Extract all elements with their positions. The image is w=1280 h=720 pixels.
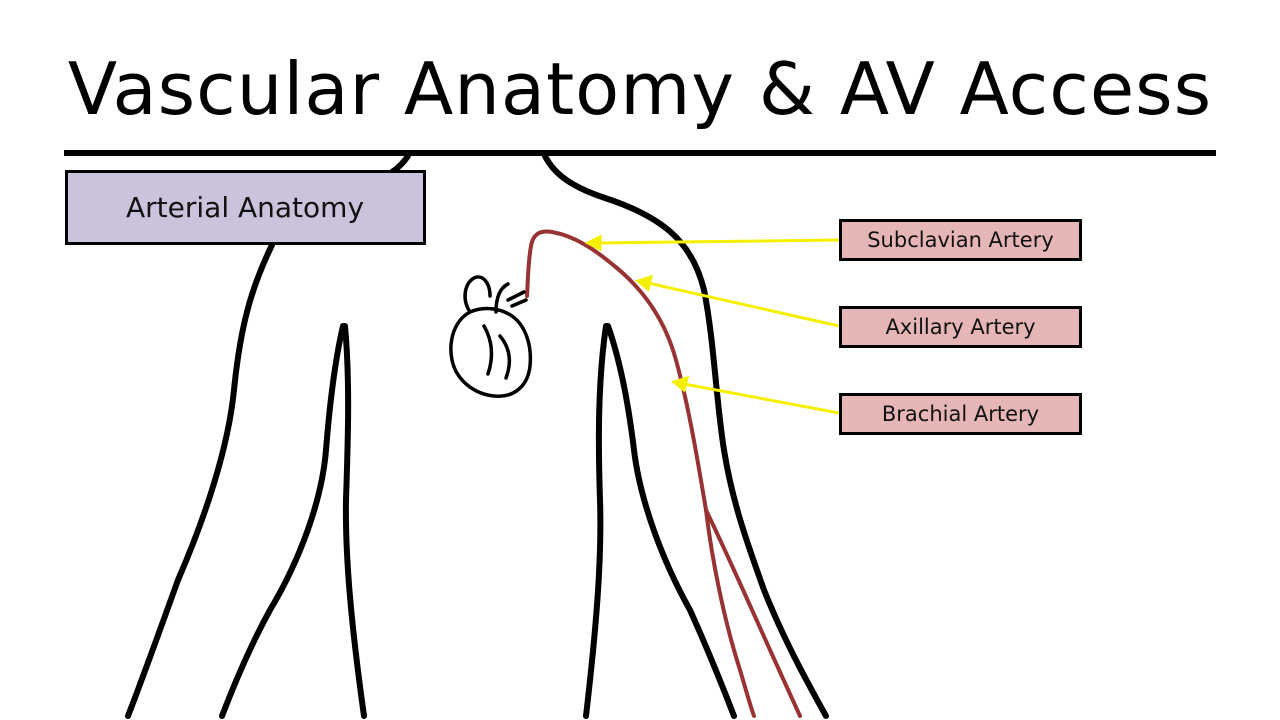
page-title: Vascular Anatomy & AV Access: [67, 47, 1213, 131]
left-arm-inner-edge: [219, 323, 346, 719]
subclavian-artery-label-text: Subclavian Artery: [867, 228, 1054, 252]
subclavian-pointer-arrowhead: [584, 234, 602, 252]
heart-atrium: [463, 275, 492, 314]
heart-inner-line-2: [498, 334, 512, 380]
axillary-pointer: [647, 281, 840, 328]
ulnar-branch-line: [704, 508, 802, 718]
brachial-artery-label-text: Brachial Artery: [881, 402, 1040, 426]
right-torso-edge: [583, 323, 609, 719]
left-torso-edge: [342, 323, 367, 719]
heart-inner-line: [482, 324, 494, 376]
anatomical-heart-icon: [449, 275, 533, 398]
section-label-text: Arterial Anatomy: [126, 191, 365, 224]
heart-aorta: [494, 282, 510, 314]
brachial-pointer: [683, 382, 840, 415]
subclavian-pointer: [597, 238, 840, 245]
heart-vessel-2: [510, 298, 528, 308]
axillary-artery-label: Axillary Artery: [839, 306, 1082, 348]
section-label: Arterial Anatomy: [65, 170, 426, 245]
axillary-artery-label-text: Axillary Artery: [885, 315, 1036, 339]
heart-vessel-1: [506, 290, 526, 302]
brachial-pointer-arrowhead: [670, 375, 690, 393]
axillary-pointer-arrowhead: [634, 274, 654, 292]
subclavian-artery-line: [525, 229, 708, 512]
heart-body: [449, 306, 533, 398]
brachial-artery-label: Brachial Artery: [839, 393, 1082, 435]
right-arm-inner-edge: [605, 323, 737, 719]
radial-branch-line: [704, 508, 756, 718]
artery-path: [525, 229, 802, 718]
left-arm-outer-edge: [125, 242, 275, 719]
subclavian-artery-label: Subclavian Artery: [839, 219, 1082, 261]
pointer-lines: [584, 234, 840, 415]
